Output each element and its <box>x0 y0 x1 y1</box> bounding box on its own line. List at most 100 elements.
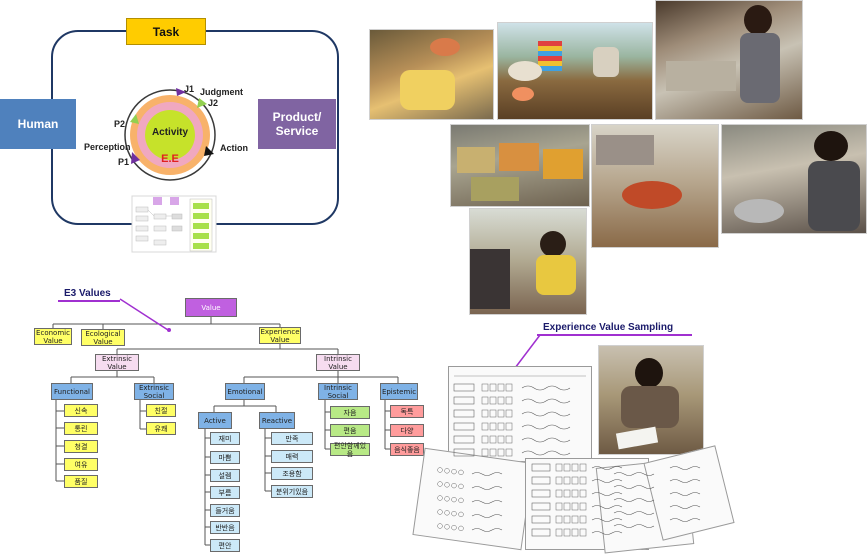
product-label: Product/ Service <box>272 110 322 138</box>
photo-food-trays <box>450 124 590 207</box>
survey-checkbox <box>579 489 587 498</box>
survey-label-box <box>453 422 475 431</box>
survey-checkbox <box>563 463 571 472</box>
survey-checkbox <box>497 422 505 431</box>
survey-radio <box>458 525 464 532</box>
reactive-item: 조용함 <box>271 467 313 480</box>
handwriting-scribble <box>471 514 503 518</box>
e3-callout-line <box>119 298 169 331</box>
handwriting-scribble <box>591 531 623 535</box>
ring-green <box>145 110 195 160</box>
human-box: Human <box>0 99 76 149</box>
node-extrinsic: Extrinsic Value <box>95 354 139 371</box>
survey-checkbox <box>563 489 571 498</box>
survey-checkbox <box>555 502 563 511</box>
survey-label-box <box>453 383 475 392</box>
survey-checkbox <box>563 502 571 511</box>
survey-radio <box>444 524 450 530</box>
survey-checkbox <box>489 383 497 392</box>
photo-cooking <box>591 124 719 248</box>
survey-label-box <box>531 502 551 511</box>
node-intrinsic-label: Intrinsic Value <box>324 354 352 371</box>
survey-checkbox <box>579 502 587 511</box>
intrinsic-social-item: 자음 <box>330 406 370 419</box>
survey-checkbox <box>489 396 497 405</box>
survey-checkbox <box>555 515 563 524</box>
survey-checkbox <box>481 409 489 418</box>
node-active-label: Active <box>204 416 226 425</box>
perception-label: Perception <box>84 142 131 152</box>
survey-radio <box>458 469 464 476</box>
survey-radio <box>458 511 464 518</box>
survey-radio <box>437 467 443 473</box>
node-reactive: Reactive <box>259 412 295 429</box>
sampling-underline <box>537 334 692 336</box>
survey-label-box <box>531 515 551 524</box>
survey-checkbox <box>579 476 587 485</box>
judgment-label: Judgment <box>200 87 244 97</box>
survey-checkbox <box>505 448 513 457</box>
handwriting-scribble <box>521 411 571 417</box>
handwriting-scribble <box>669 492 701 496</box>
survey-radio <box>437 523 443 529</box>
node-value-label: Value <box>201 303 221 312</box>
human-label: Human <box>17 117 59 131</box>
functional-item: 여유 <box>64 458 98 471</box>
p2-label: P2 <box>114 119 126 129</box>
survey-checkbox <box>497 435 505 444</box>
intrinsic-social-item: 편움 <box>330 424 370 437</box>
survey-checkbox <box>579 515 587 524</box>
handwriting-scribble <box>591 505 623 509</box>
photo-buffet-noodles <box>369 29 494 120</box>
arrow-p1-icon <box>131 152 140 164</box>
handwriting-scribble <box>591 492 623 496</box>
survey-checkbox <box>563 528 571 537</box>
handwriting-scribble <box>613 472 655 476</box>
survey-radio <box>458 483 464 490</box>
survey-label-box <box>531 463 551 472</box>
handwriting-scribble <box>613 524 655 528</box>
handwriting-scribble <box>669 505 701 509</box>
survey-sheet-1 <box>448 366 592 462</box>
node-emotional-label: Emotional <box>227 387 263 396</box>
survey-checkbox <box>505 396 513 405</box>
e3-title: E3 Values <box>64 288 111 299</box>
node-extrinsic-social: Extrinsic Social <box>134 383 174 400</box>
survey-checkbox <box>497 409 505 418</box>
arrow-action-icon <box>204 146 214 156</box>
survey-radio <box>458 497 464 504</box>
handwriting-scribble <box>669 479 701 483</box>
survey-checkbox <box>579 528 587 537</box>
survey-radio <box>451 496 457 503</box>
functional-item: 신속 <box>64 404 98 417</box>
node-epistemic: Epistemic <box>380 383 418 400</box>
photo-person-serving-1 <box>655 0 803 120</box>
e3-title-underline <box>58 300 120 302</box>
p1-label: P1 <box>118 157 130 167</box>
handwriting-scribble <box>521 424 571 430</box>
node-experience: Experience Value <box>259 327 301 344</box>
survey-checkbox <box>571 528 579 537</box>
handwriting-scribble <box>471 486 503 490</box>
survey-checkbox <box>555 476 563 485</box>
survey-checkbox <box>481 422 489 431</box>
survey-checkbox <box>555 528 563 537</box>
sampling-title: Experience Value Sampling <box>543 322 674 333</box>
survey-radio <box>451 524 457 531</box>
active-item: 설렘 <box>210 469 240 482</box>
arrow-p2-icon <box>130 114 139 124</box>
survey-checkbox <box>489 435 497 444</box>
handwriting-scribble <box>521 398 571 404</box>
survey-checkbox <box>571 463 579 472</box>
survey-radio <box>437 481 443 487</box>
node-intrinsic: Intrinsic Value <box>316 354 360 371</box>
task-box: Task <box>126 18 206 45</box>
handwriting-scribble <box>521 437 571 443</box>
action-label: Action <box>220 143 248 153</box>
survey-checkbox <box>497 383 505 392</box>
handwriting-scribble <box>613 498 655 502</box>
node-active: Active <box>198 412 232 429</box>
survey-radio <box>451 510 457 517</box>
survey-radio <box>444 510 450 516</box>
